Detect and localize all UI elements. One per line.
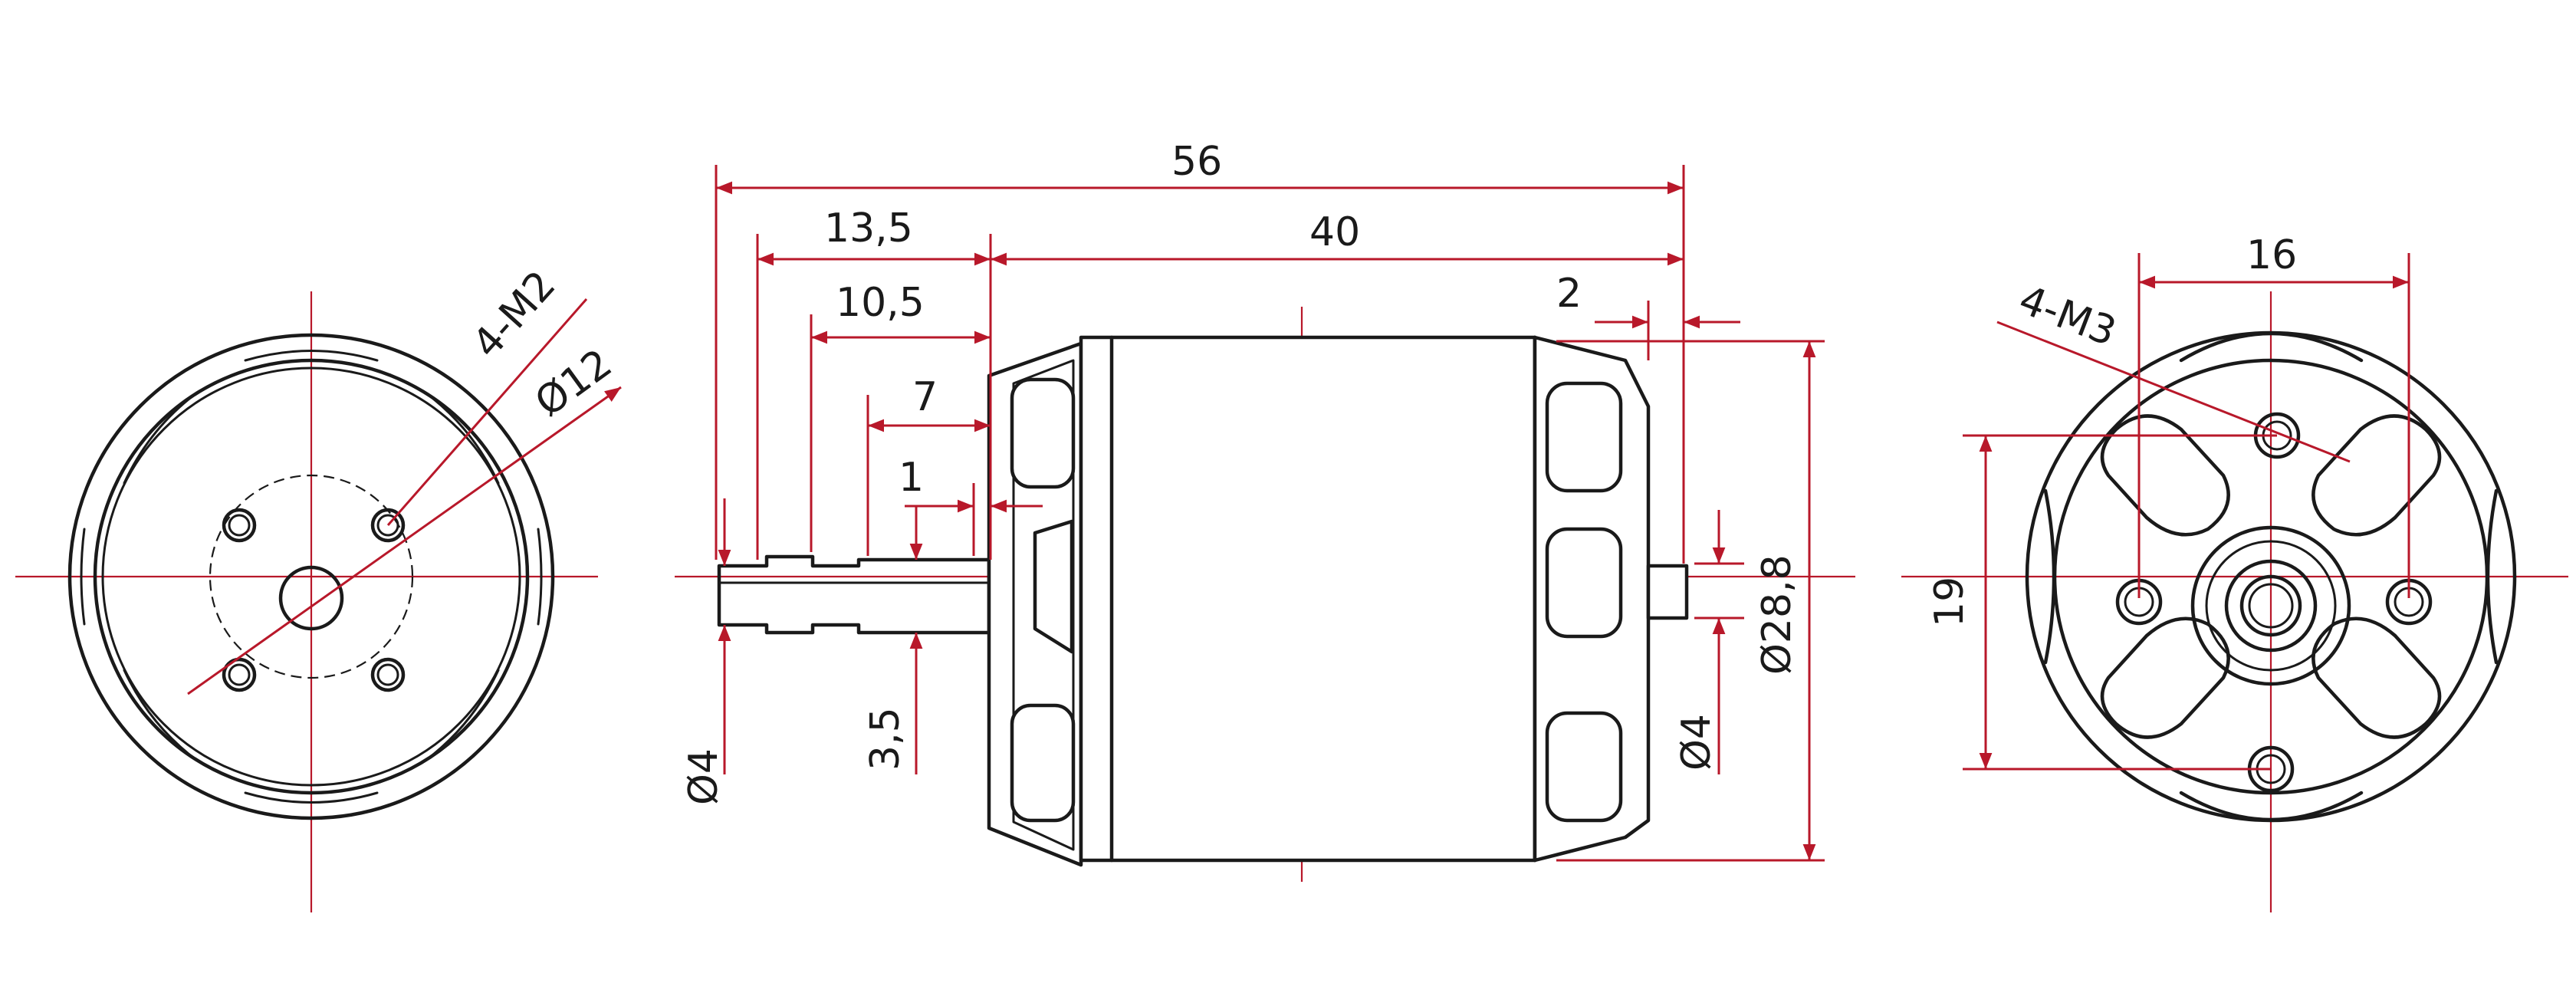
front-inner-rim-2	[101, 367, 521, 787]
side-front-vent-1	[1010, 377, 1076, 489]
side-rear-vent-1	[1545, 381, 1623, 493]
dim-hole-spacing-h: 16	[2246, 232, 2297, 278]
side-front-vent-3	[1033, 519, 1074, 654]
front-view: 4-M2 Ø12	[15, 262, 622, 912]
dim-rear-offset: 2	[1556, 271, 1582, 317]
dim-hole-spacing-v: 19	[1927, 577, 1973, 627]
front-inner-rim	[93, 358, 530, 795]
side-motor-can	[1079, 335, 1537, 863]
front-leader-dia12	[187, 386, 622, 695]
rear-hub-shaft	[2239, 574, 2302, 637]
dim-body-length: 40	[1309, 209, 1360, 255]
rear-hub-outer	[2190, 525, 2351, 686]
dim-step-7: 7	[912, 374, 938, 420]
front-bolt-circle	[209, 474, 414, 679]
dim-step-10-5: 10,5	[836, 280, 925, 326]
front-hole-note: 4-M2	[464, 262, 564, 367]
front-hole-br	[370, 657, 406, 692]
rear-hub-mid	[2205, 540, 2337, 672]
dim-flat-depth: 3,5	[863, 707, 909, 771]
rear-rim-notches	[2043, 331, 2499, 822]
front-hole-bl	[222, 657, 257, 692]
front-outer-rim	[67, 333, 555, 820]
front-mount-holes	[222, 508, 406, 692]
dim-overall-length: 56	[1171, 139, 1222, 185]
side-shaft	[717, 554, 991, 635]
dim-shaft-dia-front: Ø4	[681, 748, 727, 805]
rear-leader-m3	[1996, 321, 2351, 463]
front-hole-tr	[370, 508, 406, 543]
side-front-vent-2	[1010, 703, 1076, 823]
front-hole-tl	[222, 508, 257, 543]
rear-hole-note: 4-M3	[2013, 277, 2122, 356]
dim-step-1: 1	[899, 455, 924, 501]
front-leader-m2	[386, 298, 588, 526]
side-rear-vent-3	[1545, 711, 1623, 823]
side-view: 56 13,5 40 10,5 7 1 2 Ø4 3,5 Ø	[675, 139, 1855, 882]
side-rear-shaft	[1646, 564, 1689, 620]
dim-shaft-dia-rear: Ø4	[1674, 714, 1720, 771]
front-bolt-circle-dim: Ø12	[527, 340, 620, 426]
rear-view: 16 19 4-M3	[1901, 232, 2568, 912]
dim-body-dia: Ø28,8	[1754, 554, 1800, 675]
rear-hub-bearing	[2224, 559, 2318, 653]
front-shaft-bore	[278, 565, 344, 631]
front-vent-slots	[80, 350, 543, 804]
side-rear-vent-2	[1545, 527, 1623, 639]
dim-shaft-to-body: 13,5	[824, 205, 913, 252]
